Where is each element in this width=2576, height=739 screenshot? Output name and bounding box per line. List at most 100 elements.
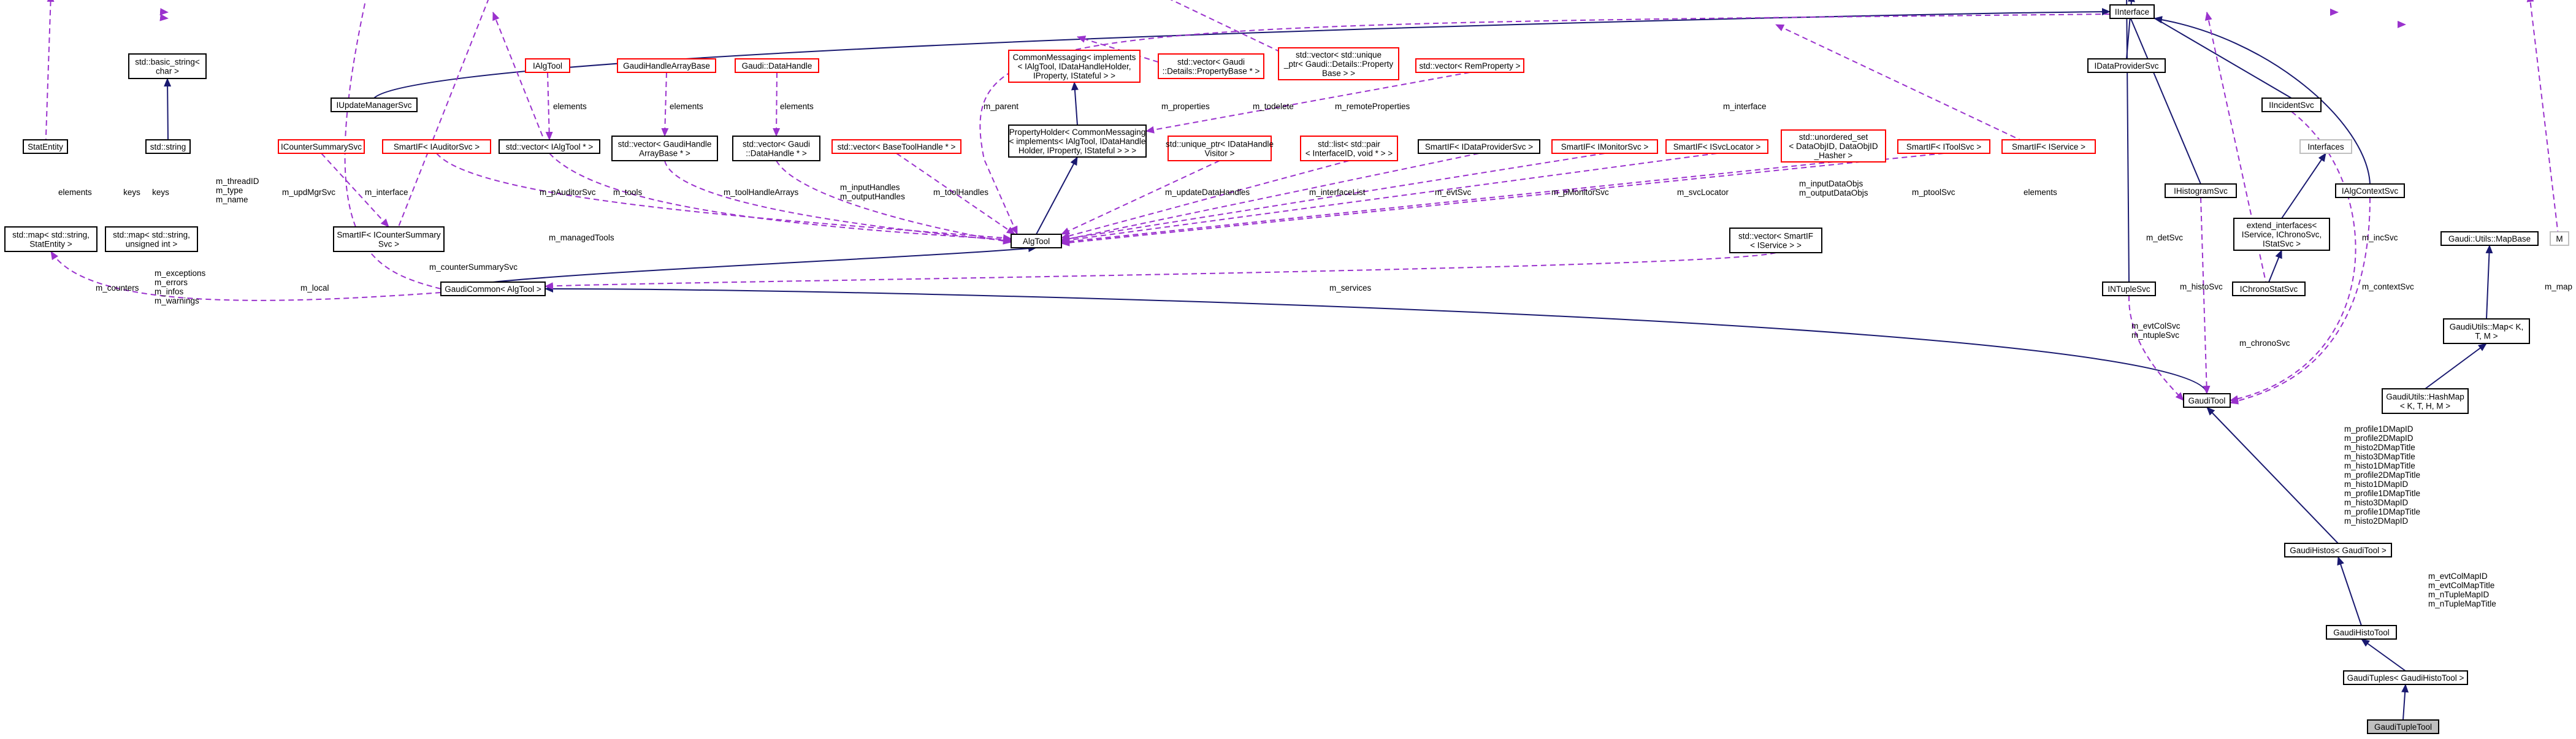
edge-label: m_updateDataHandles: [1165, 188, 1250, 197]
edge-label: m_pMonitorSvc: [1551, 188, 1609, 197]
class-node-box: [732, 136, 820, 161]
class-node-vec-ghandle[interactable]: std::vector< GaudiHandleArrayBase * >: [611, 136, 718, 161]
edge-label: m_histo3DMapTitle: [2344, 452, 2415, 461]
class-node-label: std::string: [150, 142, 186, 151]
class-node-intuplesvc[interactable]: INTupleSvc: [2102, 281, 2156, 296]
usage-edge-basetool-algtool: [896, 153, 1015, 235]
usage-edge-ntuple-gauditool: [2128, 295, 2184, 401]
edge-label: m_evtColMapID: [2428, 572, 2488, 581]
class-node-vec-smart-iservice[interactable]: std::vector< SmartIF< IService > >: [1729, 228, 1822, 253]
class-node-box: [2299, 139, 2352, 154]
edge-label: m_services: [1329, 283, 1372, 293]
class-node-label: std::vector< GaudiHandle: [618, 140, 712, 149]
usage-edge-unordered-algtool: [1061, 161, 1834, 245]
class-node-label: _ptr< Gaudi::Details::Property: [1283, 59, 1393, 69]
class-node-gutils-map[interactable]: GaudiUtils::Map< K,T, M >: [2443, 318, 2530, 344]
class-node-smart-toolsvc[interactable]: SmartIF< IToolSvc >: [1897, 139, 1990, 154]
edge-label: elements: [2024, 188, 2057, 197]
class-node-vec-remprop[interactable]: std::vector< RemProperty >: [1415, 58, 1524, 73]
class-node-interface[interactable]: IInterface: [2109, 4, 2155, 19]
class-node-box: [2284, 543, 2392, 557]
class-node-box: [1278, 47, 1399, 80]
class-node-gdatahandle[interactable]: Gaudi::DataHandle: [735, 58, 819, 73]
class-node-vec-ialgtool[interactable]: std::vector< IAlgTool * >: [499, 139, 600, 154]
class-node-gauditool[interactable]: GaudiTool: [2183, 393, 2231, 408]
usage-edge-local: [344, 0, 441, 289]
inheritance-edge-histogram-dataprov: [2126, 8, 2201, 185]
class-node-smart-auditor[interactable]: SmartIF< IAuditorSvc >: [382, 139, 491, 154]
class-node-ialgcontext[interactable]: IAlgContextSvc: [2335, 183, 2405, 198]
class-node-ihistogram[interactable]: IHistogramSvc: [2165, 183, 2237, 198]
class-node-ialgtool-r[interactable]: IAlgTool: [525, 58, 570, 73]
edge-label: m_interfaceList: [1309, 188, 1366, 197]
edge-label: elements: [58, 188, 92, 197]
class-node-vec-uniqueprop[interactable]: std::vector< std::unique_ptr< Gaudi::Det…: [1278, 47, 1399, 80]
class-node-histos[interactable]: GaudiHistos< GaudiTool >: [2284, 543, 2392, 557]
class-node-extend-if[interactable]: extend_interfaces<IService, IChronoSvc,I…: [2233, 218, 2330, 251]
class-node-map-statentity[interactable]: std::map< std::string,StatEntity >: [4, 226, 97, 252]
class-node-m-tpl[interactable]: M: [2550, 231, 2569, 246]
class-node-icountersvc[interactable]: ICounterSummarySvc: [278, 139, 365, 154]
edge-label: m_ptoolSvc: [1912, 188, 1955, 197]
class-node-basic-string[interactable]: std::basic_string<char >: [128, 53, 207, 79]
class-node-label: < IAlgTool, IDataHandleHolder,: [1018, 62, 1131, 71]
class-node-iupdatemgr[interactable]: IUpdateManagerSvc: [331, 98, 418, 112]
class-node-std-string[interactable]: std::string: [145, 139, 191, 154]
usage-edge-ialgtool-vec: [545, 72, 553, 140]
inheritance-edge-tuples-histotool: [2361, 638, 2406, 672]
class-node-label: GaudiTuples< GaudiHistoTool >: [2347, 673, 2464, 683]
class-node-label: std::vector< std::unique: [1296, 50, 1382, 59]
edge-label: m_inputHandles: [840, 183, 900, 192]
class-node-commonmsg-if[interactable]: CommonMessaging< implements< IAlgTool, I…: [1008, 50, 1141, 83]
edge-label: m_svcLocator: [1677, 188, 1729, 197]
edge-label: m_infos: [155, 287, 184, 296]
inheritance-edge-histotool-histos: [2337, 556, 2362, 626]
class-node-label: Svc >: [378, 240, 399, 249]
class-node-mapbase[interactable]: Gaudi::Utils::MapBase: [2440, 231, 2539, 246]
class-node-list-pair[interactable]: std::list< std::pair< InterfaceID, void …: [1300, 136, 1398, 161]
class-node-box: [128, 53, 207, 79]
class-node-propholder[interactable]: PropertyHolder< CommonMessaging< impleme…: [1008, 124, 1147, 158]
class-node-box: [1729, 228, 1822, 253]
class-node-smart-dataprov[interactable]: SmartIF< IDataProviderSvc >: [1418, 139, 1540, 154]
class-node-tuples[interactable]: GaudiTuples< GaudiHistoTool >: [2343, 670, 2468, 685]
class-node-histotool[interactable]: GaudiHistoTool: [2326, 625, 2397, 640]
class-node-hashmap[interactable]: GaudiUtils::HashMap< K, T, H, M >: [2382, 388, 2469, 414]
class-node-unordered-set[interactable]: std::unordered_set< DataObjID, DataObjID…: [1781, 129, 1886, 163]
class-node-interfaces[interactable]: Interfaces: [2299, 139, 2352, 154]
inheritance-edge-updmgr-interface: [373, 8, 2111, 99]
class-node-smart-svcloc[interactable]: SmartIF< ISvcLocator >: [1665, 139, 1768, 154]
class-node-label: SmartIF< IService >: [2012, 142, 2085, 151]
inheritance-edge-map-mapbase: [2485, 245, 2493, 320]
edge-label: m_toolHandles: [933, 188, 988, 197]
class-node-smart-monitor[interactable]: SmartIF< IMonitorSvc >: [1551, 139, 1658, 154]
class-node-vec-propbase[interactable]: std::vector< Gaudi::Details::PropertyBas…: [1158, 53, 1264, 79]
class-node-box: [1418, 139, 1540, 154]
class-node-vec-basetool[interactable]: std::vector< BaseToolHandle * >: [831, 139, 961, 154]
class-node-box: [617, 58, 716, 73]
class-node-ghandlebase[interactable]: GaudiHandleArrayBase: [617, 58, 716, 73]
class-node-iincident[interactable]: IIncidentSvc: [2261, 98, 2322, 112]
class-node-box: [2382, 388, 2469, 414]
class-node-statentity[interactable]: StatEntity: [23, 139, 68, 154]
class-node-smart-countersvc[interactable]: SmartIF< ICounterSummarySvc >: [333, 226, 445, 252]
class-node-label: Interfaces: [2307, 142, 2344, 151]
edge-label: keys: [123, 188, 140, 197]
edge-label: m_histo1DMapTitle: [2344, 461, 2415, 470]
class-node-box: [1551, 139, 1658, 154]
usage-edge-countersvc-smart: [321, 153, 389, 228]
class-node-label: IUpdateManagerSvc: [336, 101, 411, 110]
class-node-label: Gaudi::DataHandle: [742, 61, 812, 71]
class-node-label: Visitor >: [1205, 149, 1235, 158]
class-node-idataprov[interactable]: IDataProviderSvc: [2087, 58, 2166, 73]
class-node-vec-datahandle[interactable]: std::vector< Gaudi::DataHandle * >: [732, 136, 820, 161]
class-node-algtool[interactable]: AlgTool: [1011, 234, 1062, 248]
class-node-label: StatEntity: [28, 142, 63, 151]
usage-edge-m-map: [2526, 0, 2560, 246]
class-node-map-unsigned[interactable]: std::map< std::string,unsigned int >: [105, 226, 198, 252]
class-node-smart-iservice[interactable]: SmartIF< IService >: [2001, 139, 2096, 154]
edge-label: m_evtSvc: [1435, 188, 1472, 197]
class-node-gaudicommon[interactable]: GaudiCommon< AlgTool >: [440, 281, 546, 296]
class-node-ichrono[interactable]: IChronoStatSvc: [2232, 281, 2306, 296]
